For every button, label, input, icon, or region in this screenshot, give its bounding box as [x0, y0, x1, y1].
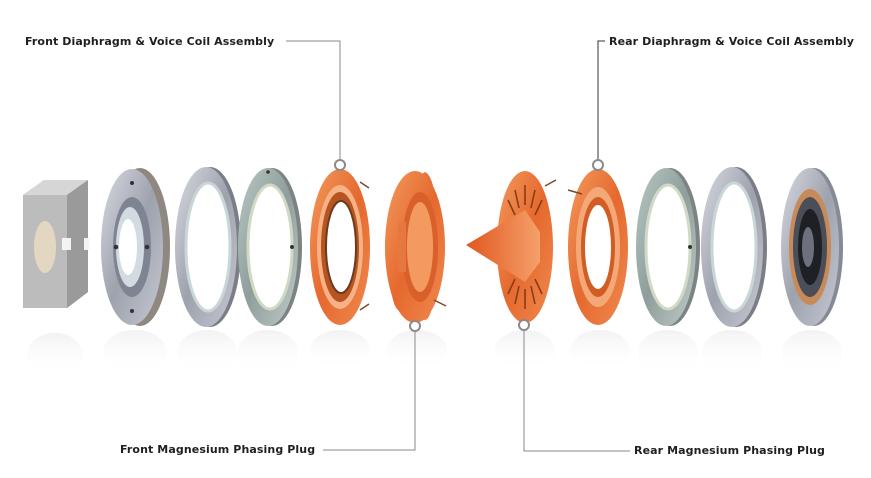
floor-reflection [27, 330, 842, 377]
magnet-block-part [23, 180, 89, 308]
front-phasing-plug-label: Front Magnesium Phasing Plug [120, 443, 316, 456]
leader-front-diaphragm [286, 40, 341, 160]
rear-spacer-ring-2 [701, 167, 767, 327]
leader-rear-plug [523, 330, 630, 452]
front-phasing-plug-part [385, 171, 447, 323]
front-housing-part [101, 168, 170, 326]
leader-lines [286, 40, 630, 452]
front-spacer-ring-2 [238, 168, 302, 326]
leader-rear-diaphragm [597, 40, 605, 160]
rear-spacer-ring-1 [636, 168, 700, 326]
rear-cap-part [781, 168, 843, 326]
rear-diaphragm-label: Rear Diaphragm & Voice Coil Assembly [609, 35, 855, 48]
rear-phasing-plug-label: Rear Magnesium Phasing Plug [634, 444, 825, 457]
front-spacer-ring-1 [175, 167, 241, 327]
front-diaphragm-label: Front Diaphragm & Voice Coil Assembly [25, 35, 275, 48]
leader-front-plug [323, 330, 416, 451]
rear-phasing-plug-part [466, 171, 557, 323]
front-diaphragm-part [310, 169, 370, 325]
rear-diaphragm-part [567, 169, 628, 325]
